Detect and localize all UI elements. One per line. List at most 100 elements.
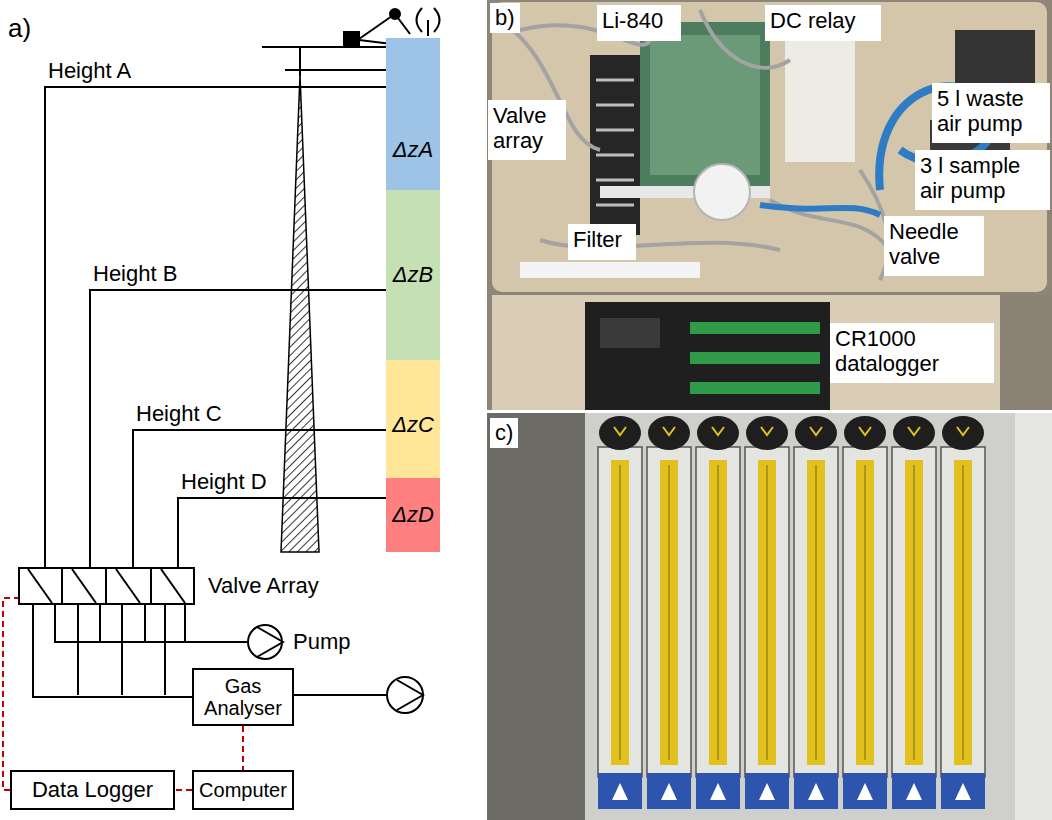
photo-tag: Li-840 — [597, 5, 681, 41]
valve-switch — [161, 569, 185, 603]
signal-line — [3, 598, 18, 790]
lattice-mast — [281, 75, 319, 552]
height-band: ΔzD — [386, 478, 440, 552]
part-name: 5 l waste air pump — [937, 86, 1045, 137]
valve-switch — [116, 569, 140, 603]
flow-meter — [745, 416, 789, 809]
photo-tag: Valve array — [488, 100, 566, 160]
part-name: CR1000 datalogger — [835, 326, 989, 377]
sample-tube — [90, 290, 386, 567]
part-name: 3 l sample air pump — [920, 153, 1045, 204]
pump-triangle — [397, 680, 423, 710]
pump-body — [955, 30, 1035, 85]
signal-line — [175, 789, 192, 791]
flow-meter — [647, 416, 691, 809]
component-label: Data Logger — [32, 778, 153, 802]
valve-block — [590, 55, 640, 235]
boom — [285, 69, 386, 71]
component-label: Gas Analyser — [197, 675, 289, 719]
photo-tag: 5 l waste air pump — [932, 83, 1050, 143]
height-band: ΔzA — [386, 38, 440, 190]
part-name: Li-840 — [602, 8, 663, 33]
mast-drawing — [262, 8, 440, 552]
blue-tube — [760, 205, 880, 215]
valve-array: Valve Array — [18, 567, 195, 605]
valve-switch — [72, 569, 96, 603]
analyser-board-face — [650, 35, 760, 175]
sensor-arm — [395, 14, 410, 34]
panel-letter: c) — [490, 418, 518, 448]
height-label: Height C — [136, 402, 222, 426]
sample-tube — [45, 87, 386, 567]
panel-letter: b) — [490, 3, 520, 33]
terminal-strip — [690, 382, 820, 394]
flow-meter — [696, 416, 740, 809]
valve-divider — [61, 567, 63, 605]
enclosure-lid — [492, 295, 1047, 410]
photo-tag: CR1000 datalogger — [830, 323, 994, 383]
process-box: Gas Analyser — [192, 668, 294, 726]
valve-internals — [28, 567, 185, 605]
photo-ground — [487, 413, 1052, 820]
analyser-bus — [78, 605, 165, 695]
photo-tag: 3 l sample air pump — [915, 150, 1050, 210]
flow-meter — [843, 416, 887, 809]
height-label: Height B — [93, 262, 177, 286]
valve-divider — [105, 567, 107, 605]
valve-switch — [28, 569, 52, 603]
sample-tube — [133, 430, 386, 567]
component-label: Valve Array — [208, 574, 319, 598]
mast-top — [299, 47, 301, 76]
height-band: ΔzC — [386, 360, 440, 478]
part-name: DC relay — [770, 8, 856, 33]
enclosure-box — [492, 2, 1047, 292]
part-name: Needle valve — [889, 219, 979, 270]
flowmeter-photo — [487, 413, 1052, 820]
ground-gravel — [1000, 295, 1052, 410]
terminal-strip — [690, 352, 820, 364]
part-name: Filter — [573, 227, 622, 252]
sonic-transducers — [417, 8, 440, 36]
pump-symbol — [387, 677, 423, 713]
height-label: Height A — [48, 59, 131, 83]
sample-tube — [178, 498, 386, 567]
panel-letter: a) — [8, 14, 31, 43]
datalogger-body — [585, 302, 830, 410]
boom — [262, 46, 392, 48]
component-label: Pump — [293, 630, 350, 654]
sensor-body — [344, 32, 359, 47]
photo-tag: Needle valve — [884, 216, 984, 276]
part-name: Valve array — [493, 103, 561, 154]
height-band: ΔzB — [386, 190, 440, 360]
pump-symbol: Pump — [247, 624, 283, 660]
layer-thickness: ΔzA — [386, 137, 440, 162]
exhaust-tube — [290, 694, 387, 696]
valve-divider — [150, 567, 152, 605]
relay-box — [785, 22, 855, 162]
meter-panel — [585, 413, 1015, 820]
component-label: Computer — [199, 779, 287, 801]
flow-meter — [941, 416, 985, 809]
sample-tube — [185, 605, 247, 642]
layer-thickness: ΔzB — [386, 262, 440, 287]
flow-meter — [794, 416, 838, 809]
photo-tag: DC relay — [765, 5, 881, 41]
pump-triangle — [257, 627, 283, 657]
height-label: Height D — [181, 470, 267, 494]
flow-meter — [892, 416, 936, 809]
filter-disc — [694, 164, 750, 220]
photo-ground — [487, 0, 1052, 410]
process-box: Computer — [192, 770, 294, 810]
layer-thickness: ΔzD — [386, 502, 440, 527]
process-box: Data Logger — [10, 770, 175, 810]
signal-line — [242, 726, 244, 770]
sample-tube — [33, 605, 192, 697]
panel-edge — [1015, 413, 1052, 820]
analyser-board — [640, 22, 770, 187]
photo-tag: Filter — [568, 224, 636, 260]
datalogger-port — [600, 318, 660, 348]
layer-thickness: ΔzC — [386, 412, 440, 437]
terminal-strip — [690, 322, 820, 334]
cable-duct — [520, 262, 700, 278]
